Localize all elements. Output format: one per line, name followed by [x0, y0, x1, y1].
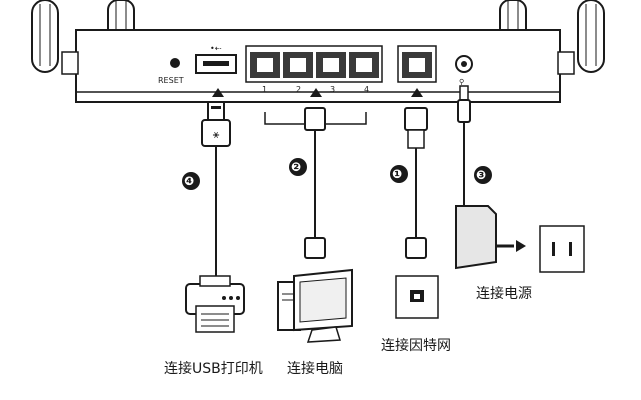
usb-printer-label: 连接USB打印机 — [164, 361, 263, 377]
power-jack[interactable] — [455, 55, 473, 73]
lan-port-1[interactable] — [250, 52, 280, 78]
lan-port-number-1: 1 — [262, 85, 268, 94]
printer-icon — [185, 275, 245, 333]
usb-cable: ⚹ — [201, 101, 231, 276]
usb-port[interactable]: •⇠ — [195, 44, 237, 74]
callout-3-number: ❸ — [476, 168, 487, 182]
internet-wall-jack — [395, 275, 439, 319]
computer-icon — [277, 268, 353, 343]
svg-text:•⇠: •⇠ — [210, 44, 222, 53]
callout-2-number: ❷ — [291, 160, 302, 174]
svg-text:⚹: ⚹ — [213, 128, 220, 141]
lan-port-arrow — [310, 88, 322, 97]
svg-text:⚲: ⚲ — [459, 78, 464, 86]
callout-2 — [289, 158, 307, 176]
reset-label: RESET — [158, 76, 184, 85]
lan-port-number-2: 2 — [296, 85, 302, 94]
lan-port-3[interactable] — [316, 52, 346, 78]
computer-label: 连接电脑 — [287, 361, 343, 377]
internet-label: 连接因特网 — [381, 338, 451, 354]
lan-port-number-4: 4 — [364, 85, 370, 94]
lan-port-4[interactable] — [349, 52, 379, 78]
usb-port-arrow — [212, 88, 224, 97]
internet-cable — [404, 107, 428, 259]
lan-port-2[interactable] — [283, 52, 313, 78]
wan-port[interactable] — [402, 52, 432, 78]
callout-1-number: ❶ — [392, 167, 403, 181]
wan-port-arrow — [411, 88, 423, 97]
power-label: 连接电源 — [476, 286, 532, 302]
callout-4-number: ❹ — [184, 174, 195, 188]
callout-4 — [182, 172, 200, 190]
computer-cable — [304, 107, 326, 259]
power-cable — [457, 85, 471, 206]
callout-3 — [474, 166, 492, 184]
antenna-right-outer — [577, 0, 605, 73]
callout-1 — [390, 165, 408, 183]
power-adapter — [455, 205, 526, 270]
lan-port-number-3: 3 — [330, 85, 336, 94]
wall-outlet — [539, 225, 585, 273]
reset-button[interactable] — [170, 58, 180, 68]
antenna-left-outer — [31, 0, 59, 73]
